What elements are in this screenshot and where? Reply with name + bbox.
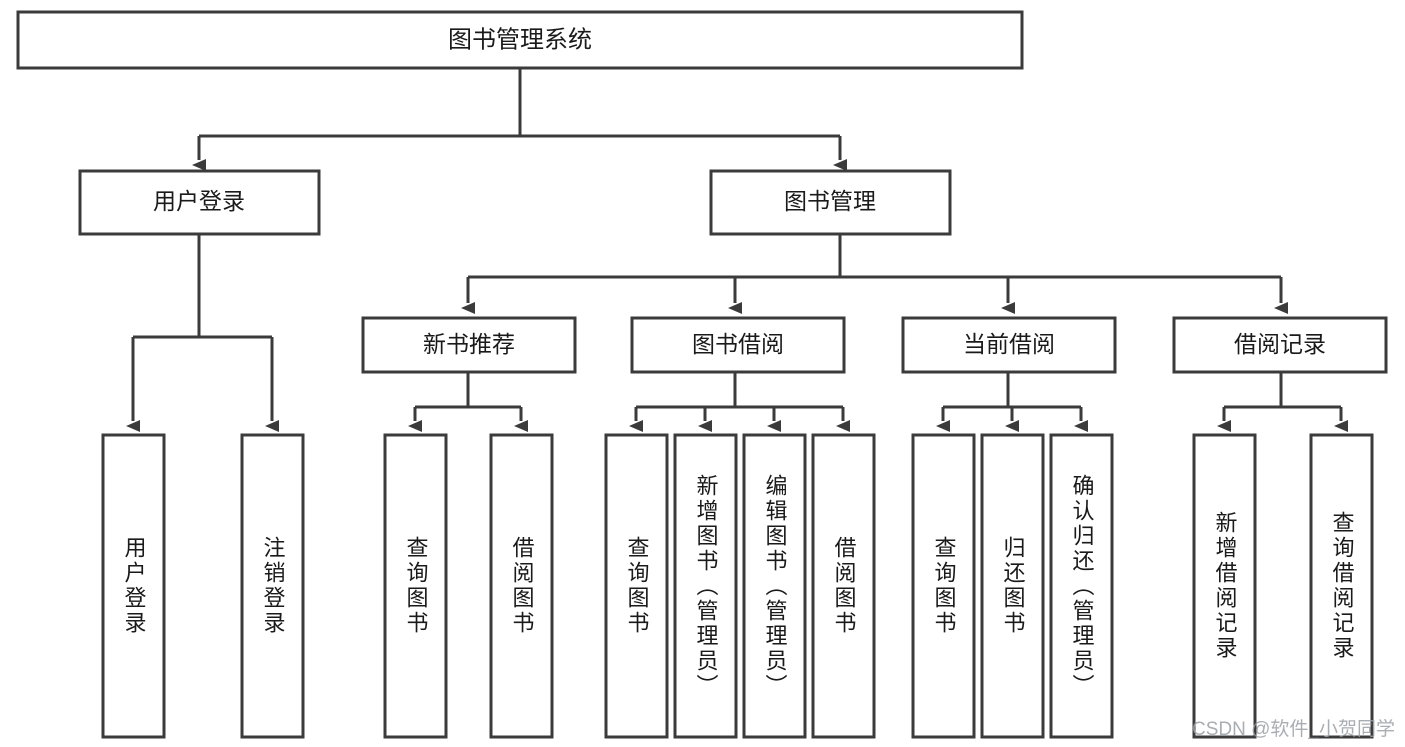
node-new-book-recommend-label: 新书推荐: [423, 331, 515, 357]
connector-group-user-login-to-leaves: [126, 234, 279, 432]
node-leaf-user-login-0[interactable]: [101, 433, 166, 739]
node-borrow-records[interactable]: 借阅记录: [1172, 316, 1388, 374]
node-book-borrow-label: 图书借阅: [692, 331, 784, 357]
connector-root-bus: [199, 68, 840, 138]
node-new-book-recommend[interactable]: 新书推荐: [361, 316, 577, 374]
node-user-login[interactable]: 用户登录: [78, 169, 321, 236]
node-current-borrow-label: 当前借阅: [963, 331, 1055, 357]
node-book-manage[interactable]: 图书管理: [709, 169, 952, 236]
connector-group-new-book-to-leaves: [408, 372, 528, 432]
node-leaf-new-book-0[interactable]: [383, 433, 448, 739]
node-borrow-records-box[interactable]: [1172, 316, 1388, 374]
node-user-login-label: 用户登录: [153, 188, 245, 214]
connector-book-borrow-bus: [636, 372, 843, 409]
node-leaf-current-borrow-0[interactable]: [911, 433, 976, 739]
node-book-borrow-box[interactable]: [630, 316, 846, 374]
node-root-label: 图书管理系统: [448, 26, 592, 53]
node-current-borrow[interactable]: 当前借阅: [901, 316, 1117, 374]
leaf-group-borrow-records: [1192, 433, 1374, 739]
node-leaf-borrow-records-1[interactable]: [1309, 433, 1374, 739]
node-leaf-new-book-1[interactable]: [489, 433, 554, 739]
node-leaf-user-login-1[interactable]: [240, 433, 305, 739]
leaf-group-new-book-recommend: [383, 433, 554, 739]
node-user-login-box[interactable]: [78, 169, 321, 236]
connector-user-login-bus: [133, 234, 272, 339]
node-leaf-current-borrow-1[interactable]: [980, 433, 1045, 739]
node-leaf-book-borrow-1[interactable]: [673, 433, 738, 739]
node-book-borrow[interactable]: 图书借阅: [630, 316, 846, 374]
node-current-borrow-box[interactable]: [901, 316, 1117, 374]
leaf-group-current-borrow: [911, 433, 1114, 739]
connector-current-borrow-bus: [943, 372, 1081, 409]
node-book-manage-label: 图书管理: [784, 188, 876, 214]
node-borrow-records-label: 借阅记录: [1234, 331, 1326, 357]
node-root-box[interactable]: [16, 10, 1024, 70]
connector-group-book-borrow-to-leaves: [629, 372, 850, 432]
connector-group-current-borrow-to-leaves: [936, 372, 1088, 432]
node-leaf-book-borrow-0[interactable]: [604, 433, 669, 739]
node-book-manage-box[interactable]: [709, 169, 952, 236]
node-new-book-recommend-box[interactable]: [361, 316, 577, 374]
connector-group-root-to-level2: [192, 68, 847, 171]
node-root[interactable]: 图书管理系统: [16, 10, 1024, 70]
node-leaf-current-borrow-2[interactable]: [1049, 433, 1114, 739]
leaf-group-user-login: [101, 433, 305, 739]
node-leaf-book-borrow-3[interactable]: [811, 433, 876, 739]
node-leaf-book-borrow-2[interactable]: [742, 433, 807, 739]
leaf-group-book-borrow: [604, 433, 876, 739]
connector-group-borrow-records-to-leaves: [1217, 372, 1348, 432]
watermark-text: CSDN @软件_小贺同学: [1192, 719, 1395, 740]
connector-book-manage-bus: [468, 234, 1281, 279]
connector-group-book-manage-to-level3: [461, 234, 1288, 314]
node-leaf-borrow-records-0[interactable]: [1192, 433, 1257, 739]
connector-borrow-records-bus: [1224, 372, 1341, 409]
connector-new-book-bus: [415, 372, 521, 409]
